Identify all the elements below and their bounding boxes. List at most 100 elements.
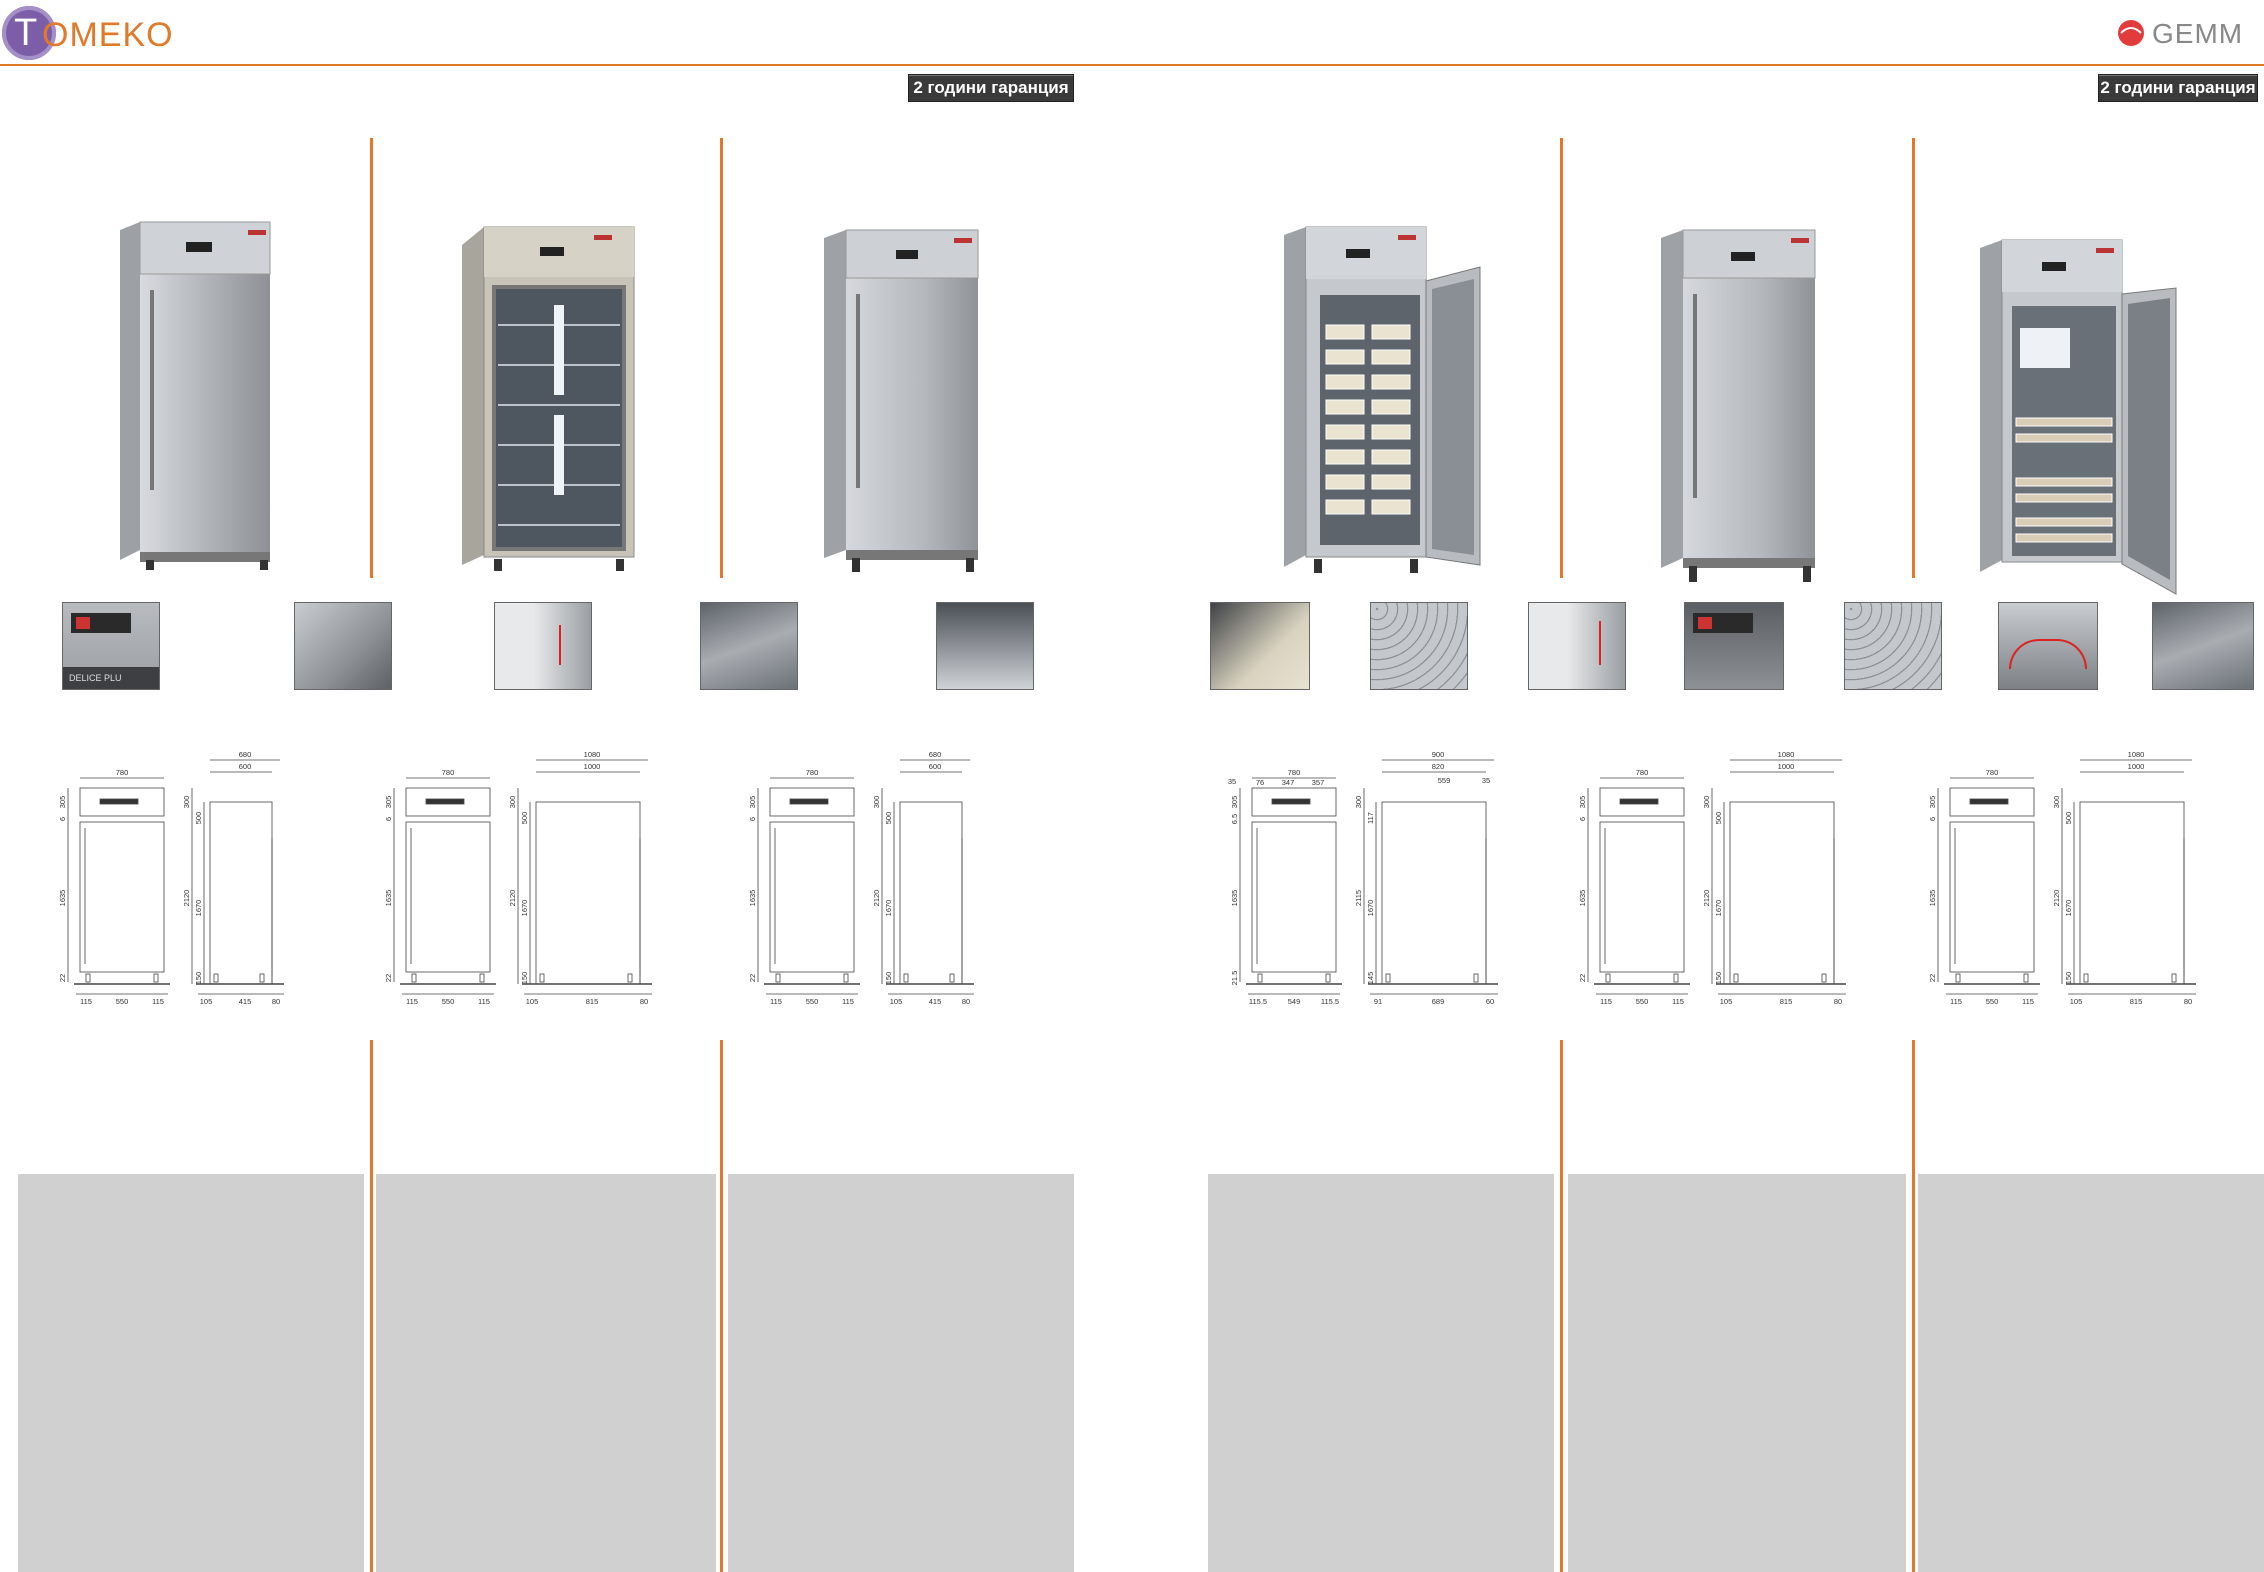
- dim-side-foot: 145: [1366, 972, 1375, 985]
- dim-inner-height: 1670: [2064, 900, 2073, 917]
- dim-top-3: 357: [1312, 778, 1325, 787]
- dim-side-base-1: 105: [2070, 997, 2083, 1006]
- dim-side-base-2: 815: [2130, 997, 2143, 1006]
- product-image-1: [120, 221, 271, 570]
- dim-base-mid: 550: [442, 997, 455, 1006]
- separator: [1912, 138, 1915, 578]
- dim-base-mid: 550: [806, 997, 819, 1006]
- dim-total-height: 2120: [508, 890, 517, 907]
- dim-gap: 6: [1578, 817, 1587, 821]
- dim-base-mid: 550: [1986, 997, 1999, 1006]
- dim-top: 305: [1578, 796, 1587, 809]
- dim-base-left: 115: [406, 997, 418, 1006]
- dim-foot: 21.5: [1230, 971, 1239, 986]
- dim-side-top: 300: [182, 796, 191, 809]
- gemm-logo: GEMM: [2116, 18, 2261, 50]
- dim-foot: 22: [384, 974, 393, 982]
- separator: [1912, 1040, 1915, 1572]
- dim-top-0: 35: [1228, 777, 1236, 786]
- dim-foot: 22: [1928, 974, 1937, 982]
- thumb-perforated-wall-2: [1844, 602, 1942, 690]
- dim-side-top: 300: [508, 796, 517, 809]
- display-icon: [1693, 613, 1753, 633]
- dim-top: 305: [1928, 796, 1937, 809]
- dim-side-top: 300: [2052, 796, 2061, 809]
- dim-depth-inner: 1000: [2128, 762, 2145, 771]
- dim-side-base-1: 91: [1374, 997, 1382, 1006]
- dim-depth-outer: 680: [929, 750, 942, 759]
- dim-gap: 6: [1928, 817, 1937, 821]
- dim-width: 780: [1986, 768, 1999, 777]
- dim-inner-height: 1670: [520, 900, 529, 917]
- dim-foot: 22: [1578, 974, 1587, 982]
- dim-width: 780: [806, 768, 819, 777]
- dim-side-base-1: 105: [890, 997, 903, 1006]
- separator: [370, 138, 373, 578]
- dim-inner-height: 1670: [1366, 900, 1375, 917]
- dim-depth-inner: 600: [929, 762, 942, 771]
- dim-side-top: 300: [1354, 796, 1363, 809]
- spec-panel-3: [728, 1174, 1074, 1572]
- dim-gap: 6: [384, 817, 393, 821]
- dim-base-mid: 550: [1636, 997, 1649, 1006]
- dim-side-base-2: 415: [929, 997, 942, 1006]
- thumb-trays: [1210, 602, 1310, 690]
- dim-base-mid: 550: [116, 997, 129, 1006]
- dim-gap: 6: [58, 817, 67, 821]
- dim-height: 1635: [1928, 890, 1937, 907]
- dim-side-base-3: 80: [2184, 997, 2192, 1006]
- dim-inner-height: 1670: [1714, 900, 1723, 917]
- dim-side-base-2: 689: [1432, 997, 1445, 1006]
- dim-depth-inner: 600: [239, 762, 252, 771]
- separator: [1560, 1040, 1563, 1572]
- dim-side-extra-2: 35: [1482, 776, 1490, 785]
- thumb-control-panel: DELICE PLU: [62, 602, 160, 690]
- dim-width: 780: [442, 768, 455, 777]
- dim-depth-outer: 1080: [1778, 750, 1795, 759]
- separator: [370, 1040, 373, 1572]
- dim-base-right: 115.5: [1321, 997, 1339, 1006]
- dim-height: 1635: [748, 890, 757, 907]
- dim-width: 780: [1636, 768, 1649, 777]
- dim-depth-outer: 1080: [2128, 750, 2145, 759]
- display-icon: [71, 613, 131, 633]
- dim-side-base-3: 80: [640, 997, 648, 1006]
- dim-door-open: 500: [520, 812, 529, 825]
- dim-top: 305: [1230, 796, 1239, 809]
- separator: [720, 138, 723, 578]
- dim-top-1: 76: [1256, 778, 1264, 787]
- dim-side-base-2: 815: [586, 997, 599, 1006]
- separator: [720, 1040, 723, 1572]
- dim-base-right: 115: [152, 997, 164, 1006]
- product-image-6: [1980, 239, 2177, 595]
- spec-panel-6: [1918, 1174, 2264, 1572]
- dim-inner-height: 1670: [194, 900, 203, 917]
- logo-text: OMEKO: [42, 16, 174, 54]
- dim-total-height: 2120: [872, 890, 881, 907]
- thumb-reversible-door: [1998, 602, 2098, 690]
- dim-base-left: 115.5: [1249, 997, 1267, 1006]
- thumb-door-lock-2: [1528, 602, 1626, 690]
- dim-top: 305: [748, 796, 757, 809]
- dim-door-open: 117: [1366, 812, 1375, 824]
- dim-side-base-3: 80: [272, 997, 280, 1006]
- thumb-perforated-wall: [1370, 602, 1468, 690]
- dim-door-open: 500: [2064, 812, 2073, 825]
- dim-inner-height: 1670: [884, 900, 893, 917]
- dim-foot: 22: [58, 974, 67, 982]
- dim-side-foot: 150: [520, 972, 529, 985]
- dim-gap: 6: [748, 817, 757, 821]
- dim-height: 1635: [58, 890, 67, 907]
- dim-depth-outer: 1080: [584, 750, 601, 759]
- thumb-hinge: [294, 602, 392, 690]
- thumb-caption: DELICE PLU: [63, 667, 159, 689]
- thumb-interior-corner: [700, 602, 798, 690]
- dim-total-height: 2120: [182, 890, 191, 907]
- dim-side-foot: 150: [1714, 972, 1723, 985]
- dim-height: 1635: [1230, 890, 1239, 907]
- thumb-door-lock: [494, 602, 592, 690]
- dim-side-base-1: 105: [526, 997, 539, 1006]
- dim-side-base-3: 60: [1486, 997, 1494, 1006]
